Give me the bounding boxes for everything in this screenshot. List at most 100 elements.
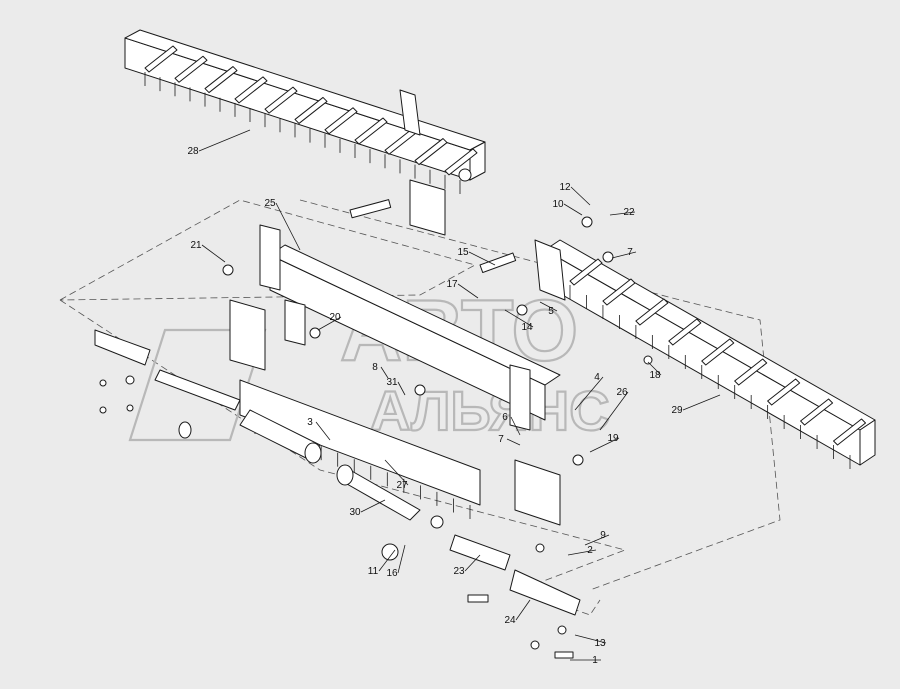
callout-number: 22 xyxy=(623,207,635,218)
callout-number: 9 xyxy=(600,530,606,541)
callout-c3: 3 xyxy=(307,417,331,441)
leader-line xyxy=(464,554,481,572)
callout-c5: 5 xyxy=(539,301,558,317)
callout-c26: 26 xyxy=(599,387,629,431)
leader-line xyxy=(380,366,389,379)
callout-number: 28 xyxy=(187,146,199,157)
callout-number: 20 xyxy=(329,312,341,323)
callout-number: 10 xyxy=(552,199,564,210)
callout-c25: 25 xyxy=(264,198,301,251)
callout-c28: 28 xyxy=(187,129,251,157)
callout-c18: 18 xyxy=(647,361,662,381)
callout-c29: 29 xyxy=(671,394,721,416)
callout-number: 14 xyxy=(521,322,533,333)
callout-number: 2 xyxy=(587,545,593,556)
callout-number: 1 xyxy=(592,655,598,666)
callout-c13: 13 xyxy=(574,634,607,649)
leader-line xyxy=(510,416,521,436)
leader-line xyxy=(504,309,534,328)
callout-number: 5 xyxy=(548,306,554,317)
callout-number: 15 xyxy=(457,247,469,258)
callout-number: 13 xyxy=(594,638,606,649)
callout-number: 6 xyxy=(502,412,508,423)
callout-number: 23 xyxy=(453,566,465,577)
leader-line xyxy=(599,391,629,431)
leader-line xyxy=(360,499,386,513)
callout-c30: 30 xyxy=(349,499,386,518)
callout-c22: 22 xyxy=(609,207,636,218)
callout-c14: 14 xyxy=(504,309,534,333)
callout-c9: 9 xyxy=(584,530,610,546)
leader-line xyxy=(584,534,610,546)
pins-and-fasteners xyxy=(99,168,653,659)
leader-line xyxy=(682,394,721,411)
callout-c21: 21 xyxy=(190,240,226,263)
callout-c24: 24 xyxy=(504,599,531,626)
callout-number: 4 xyxy=(594,372,600,383)
left-pivot-arm xyxy=(94,329,241,439)
leader-line xyxy=(589,437,620,453)
leader-line xyxy=(574,634,607,644)
callout-c20: 20 xyxy=(317,312,342,331)
right-bracket-assembly xyxy=(399,89,566,526)
upper-beam-part-28 xyxy=(124,29,486,181)
callout-c12: 12 xyxy=(559,182,591,206)
callout-c7a: 7 xyxy=(611,247,637,259)
leader-line xyxy=(563,203,583,216)
leader-line xyxy=(397,544,406,574)
leader-line xyxy=(574,376,604,411)
callout-c10: 10 xyxy=(552,199,583,216)
callout-c2: 2 xyxy=(567,545,597,556)
leader-line xyxy=(611,251,637,259)
callout-number: 31 xyxy=(386,377,398,388)
leader-line xyxy=(567,549,597,556)
callout-c7b: 7 xyxy=(498,434,521,446)
leader-line xyxy=(384,459,409,486)
callout-c17: 17 xyxy=(446,279,479,299)
leader-line xyxy=(609,211,636,216)
leader-line xyxy=(515,599,531,621)
leader-line xyxy=(317,316,342,331)
callout-c16: 16 xyxy=(386,544,406,579)
callout-c11: 11 xyxy=(368,549,396,577)
callout-number: 19 xyxy=(607,433,619,444)
callout-number: 29 xyxy=(671,405,683,416)
callout-labels: 1234567789101112131415161718192021222324… xyxy=(187,129,721,666)
leader-line xyxy=(539,301,558,312)
callout-c4: 4 xyxy=(574,372,604,411)
callout-number: 8 xyxy=(372,362,378,373)
callout-c8: 8 xyxy=(372,362,389,379)
left-bracket-assembly xyxy=(229,224,306,371)
callout-number: 30 xyxy=(349,507,361,518)
callout-c1: 1 xyxy=(570,655,601,666)
callout-number: 26 xyxy=(616,387,628,398)
callout-number: 3 xyxy=(307,417,313,428)
callout-number: 11 xyxy=(368,566,379,577)
leader-line xyxy=(647,361,662,376)
upper-beam-tines xyxy=(144,45,478,194)
callout-number: 7 xyxy=(498,434,504,445)
leader-line xyxy=(506,438,521,446)
leader-line xyxy=(397,381,406,396)
callout-c27: 27 xyxy=(384,459,409,491)
leader-line xyxy=(570,186,591,206)
roller-part-3 xyxy=(239,409,322,464)
callout-number: 18 xyxy=(649,370,661,381)
callout-c31: 31 xyxy=(386,377,406,396)
callout-number: 25 xyxy=(264,198,276,209)
lower-beam-tines xyxy=(569,258,867,469)
leader-line xyxy=(378,549,396,572)
leader-line xyxy=(275,202,301,251)
callout-number: 21 xyxy=(190,240,202,251)
leader-line xyxy=(201,244,226,263)
hydraulic-cylinder-part-30 xyxy=(336,464,421,521)
leader-line xyxy=(315,421,331,441)
callout-c15: 15 xyxy=(457,247,496,266)
callout-c6: 6 xyxy=(502,412,521,436)
pivot-arm-part-24 xyxy=(509,569,581,616)
callout-c23: 23 xyxy=(453,554,481,577)
callout-number: 7 xyxy=(627,247,633,258)
link-arm-part-23 xyxy=(449,534,511,571)
callout-number: 16 xyxy=(386,568,398,579)
